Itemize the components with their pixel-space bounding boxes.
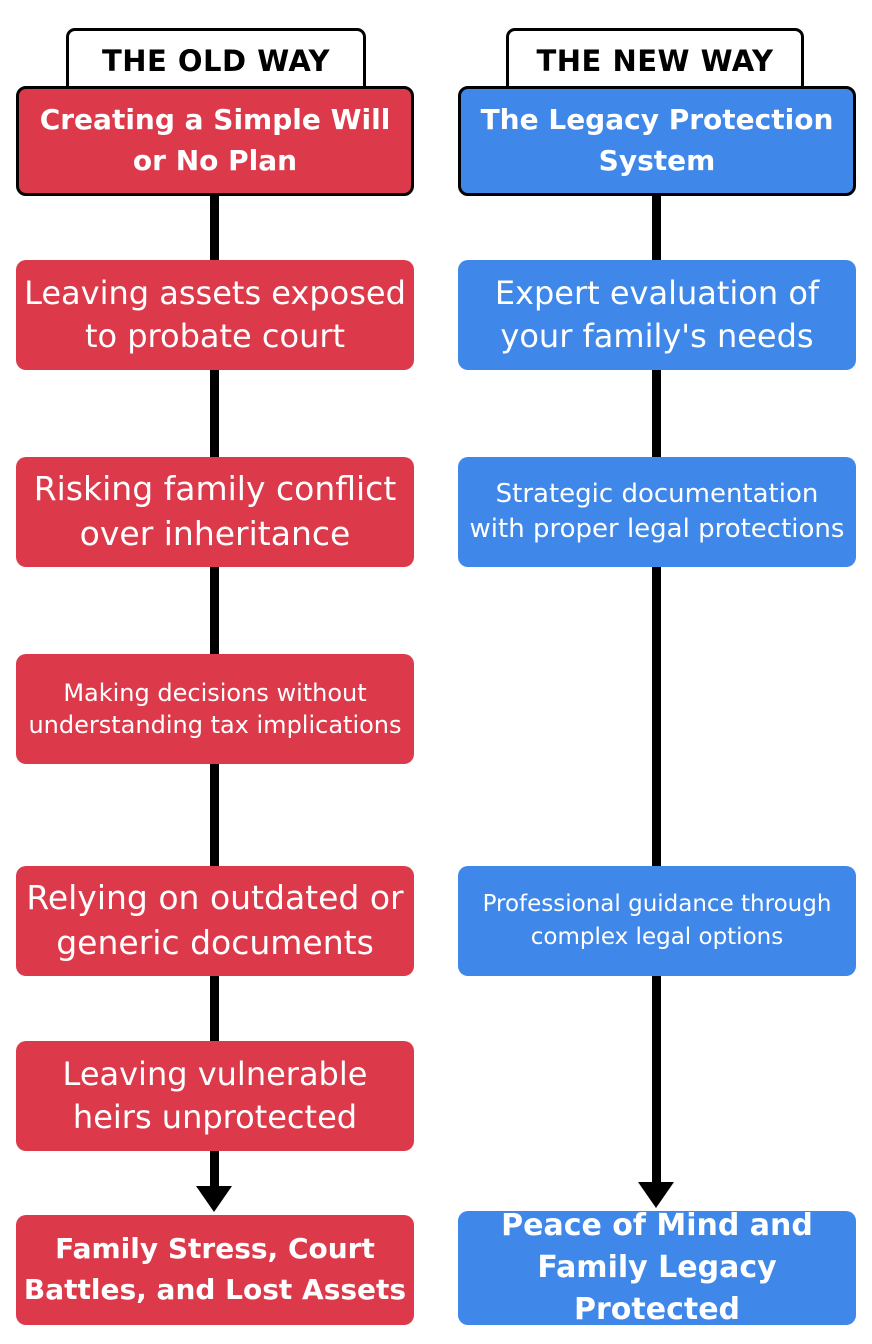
old-way-start-box: Creating a Simple Will or No Plan <box>16 86 414 196</box>
old-way-step-5: Leaving vulnerable heirs unprotected <box>16 1041 414 1151</box>
new-way-connector <box>652 190 661 1184</box>
new-way-step-2: Strategic documentation with proper lega… <box>458 457 856 567</box>
old-way-step-3: Making decisions without understanding t… <box>16 654 414 764</box>
new-way-step-1: Expert evaluation of your family's needs <box>458 260 856 370</box>
new-way-step-3: Professional guidance through complex le… <box>458 866 856 976</box>
new-way-header: THE NEW WAY <box>506 28 804 94</box>
old-way-step-2: Risking family conflict over inheritance <box>16 457 414 567</box>
new-way-outcome-box: Peace of Mind and Family Legacy Protecte… <box>458 1208 856 1327</box>
new-way-arrowhead <box>638 1182 674 1208</box>
old-way-step-1: Leaving assets exposed to probate court <box>16 260 414 370</box>
old-way-outcome-box: Family Stress, Court Battles, and Lost A… <box>16 1215 414 1325</box>
old-way-arrowhead <box>196 1186 232 1212</box>
old-way-step-4: Relying on outdated or generic documents <box>16 866 414 976</box>
new-way-start-box: The Legacy Protection System <box>458 86 856 196</box>
old-way-header: THE OLD WAY <box>66 28 366 94</box>
